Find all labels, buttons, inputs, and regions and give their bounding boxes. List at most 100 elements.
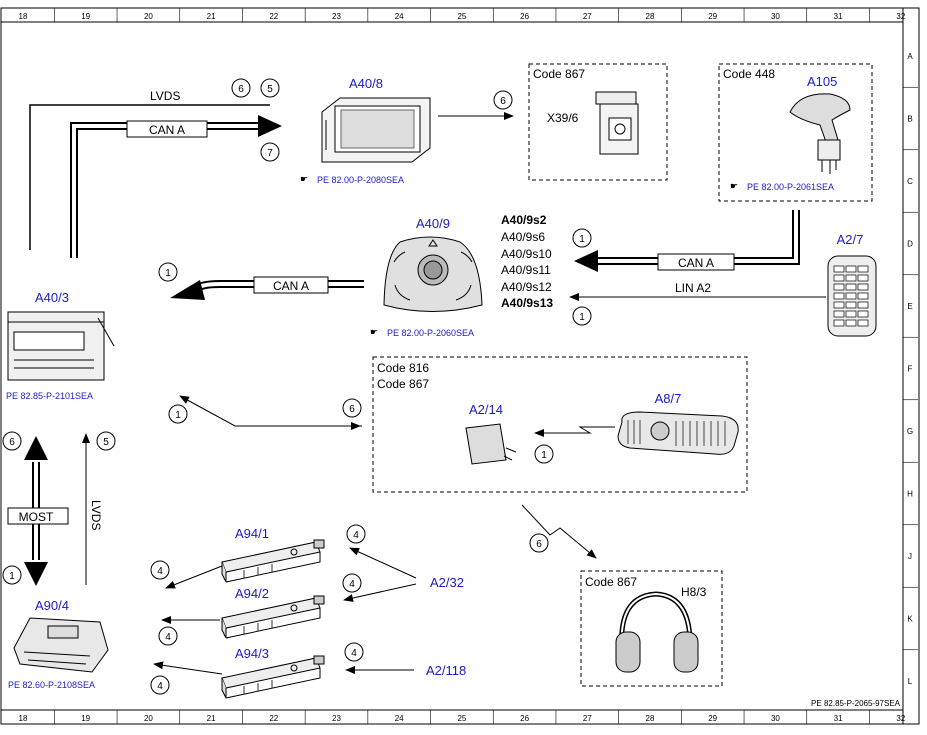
- a105-code: Code 448: [723, 67, 775, 81]
- row-label-F: F: [908, 365, 913, 374]
- a40-8-label: A40/8: [349, 76, 383, 91]
- a40-8-pointer-icon: ☛: [300, 174, 308, 184]
- a90-4-label: A90/4: [35, 598, 69, 613]
- row-label-C: C: [907, 177, 913, 186]
- circle-6-h8: [529, 533, 549, 553]
- a2-14-label: A2/14: [469, 402, 503, 417]
- circle-4-a94-2-left: [158, 626, 178, 646]
- code-816-box: [372, 356, 748, 493]
- row-label-D: D: [907, 240, 913, 249]
- a94-1-out-arrow: [165, 565, 223, 589]
- column-label-21-top: 21: [207, 12, 216, 21]
- keypad-key: [833, 292, 845, 300]
- circle-6-left: [2, 431, 22, 451]
- circle-5-top: [260, 78, 280, 98]
- column-label-20-top: 20: [144, 12, 153, 21]
- a40-9s2-label: A40/9s2: [501, 213, 547, 227]
- frame-border: [0, 7, 920, 725]
- column-label-32-bottom: 32: [896, 714, 905, 723]
- a90-4-module-icon: [13, 617, 109, 673]
- circle-1-can-left: [158, 262, 178, 282]
- a94-2-module-icon: [221, 595, 325, 639]
- can-a-right-label: CAN A: [678, 256, 714, 270]
- a105-shifter-icon: [789, 93, 851, 174]
- keypad-key: [845, 265, 857, 273]
- a2-32-to-a94-1: [349, 547, 417, 579]
- lvds-vertical-label: LVDS: [89, 500, 103, 530]
- row-label-H: H: [907, 490, 913, 499]
- circle-6-mid-label: 6: [349, 404, 355, 415]
- column-label-19-bottom: 19: [81, 714, 90, 723]
- keypad-key: [833, 319, 845, 327]
- a90-4-ref: PE 82.60-P-2108SEA: [8, 680, 95, 690]
- a40-9s12-label: A40/9s12: [501, 280, 552, 294]
- circle-6-top-label: 6: [238, 84, 244, 95]
- a2-14-module-icon: [465, 423, 517, 465]
- a8-7-remote-icon: [617, 411, 739, 455]
- lvds-top-label: LVDS: [150, 89, 180, 103]
- circle-1-can-left-label: 1: [165, 268, 171, 279]
- column-label-30-bottom: 30: [771, 714, 780, 723]
- circle-1-lin-label: 1: [579, 312, 585, 323]
- keypad-key: [857, 319, 869, 327]
- a40-3-head-unit-icon: [7, 311, 115, 381]
- a2-118-label: A2/118: [426, 663, 466, 678]
- circle-1-switches: [572, 228, 592, 248]
- circle-1-left-mid-label: 1: [175, 410, 181, 421]
- lvds-top-line: [29, 104, 270, 250]
- circle-6-a40-8: [493, 90, 513, 110]
- row-label-G: G: [907, 427, 913, 436]
- keypad-key: [857, 292, 869, 300]
- a40-9-controller-icon: [383, 236, 483, 312]
- a2-32-to-a94-2: [343, 583, 417, 602]
- circle-1-lin: [572, 306, 592, 326]
- keypad-key: [833, 265, 845, 273]
- column-label-25-bottom: 25: [457, 714, 466, 723]
- a8-7-label: A8/7: [655, 391, 682, 406]
- code-816-label: Code 816: [377, 361, 429, 375]
- code-867-sub-label: Code 867: [377, 377, 429, 391]
- circle-7: [260, 142, 280, 162]
- circle-4-a94-1-left: [150, 560, 170, 580]
- a40-8-display-icon: [321, 97, 431, 163]
- column-label-19-top: 19: [81, 12, 90, 21]
- column-label-24-bottom: 24: [395, 714, 404, 723]
- wireless-to-h8-3: [521, 504, 597, 559]
- circle-6-h8-label: 6: [536, 539, 542, 550]
- a94-1-module-icon: [221, 539, 325, 583]
- circle-4-a94-3-right: [344, 642, 364, 662]
- x39-6-label: X39/6: [547, 111, 579, 125]
- a40-9s10-label: A40/9s10: [501, 247, 552, 261]
- keypad-key: [857, 310, 869, 318]
- a94-3-label: A94/3: [235, 646, 269, 661]
- h8-3-code: Code 867: [585, 575, 637, 589]
- a40-8-ref: PE 82.00-P-2080SEA: [317, 175, 404, 185]
- column-label-29-top: 29: [708, 12, 717, 21]
- row-label-J: J: [908, 552, 912, 561]
- a94-3-out-arrow: [153, 661, 223, 675]
- keypad-key: [833, 310, 845, 318]
- most-box: [7, 507, 69, 525]
- circle-4-a94-1-right: [346, 524, 366, 544]
- can-a-mid-box: [253, 276, 329, 294]
- can-a-top-box: [126, 120, 208, 138]
- a40-3-label: A40/3: [35, 290, 69, 305]
- circle-6-left-label: 6: [9, 437, 15, 448]
- a94-3-module-icon: [221, 655, 325, 699]
- column-label-27-top: 27: [583, 12, 592, 21]
- a40-9s13-label: A40/9s13: [501, 296, 553, 310]
- a2-32-label: A2/32: [430, 575, 464, 590]
- column-label-21-bottom: 21: [207, 714, 216, 723]
- row-label-A: A: [907, 52, 913, 61]
- circle-1-left-bottom: [2, 565, 22, 585]
- keypad-key: [857, 283, 869, 291]
- a40-9-label: A40/9: [416, 216, 450, 231]
- circle-4-a94-2-right: [342, 573, 362, 593]
- keypad-key: [845, 283, 857, 291]
- circle-4-a94-1-left-label: 4: [157, 566, 163, 577]
- can-a-mid-label: CAN A: [273, 279, 309, 293]
- keypad-key: [845, 301, 857, 309]
- row-label-L: L: [908, 677, 913, 686]
- a40-3-ref: PE 82.85-P-2101SEA: [6, 391, 93, 401]
